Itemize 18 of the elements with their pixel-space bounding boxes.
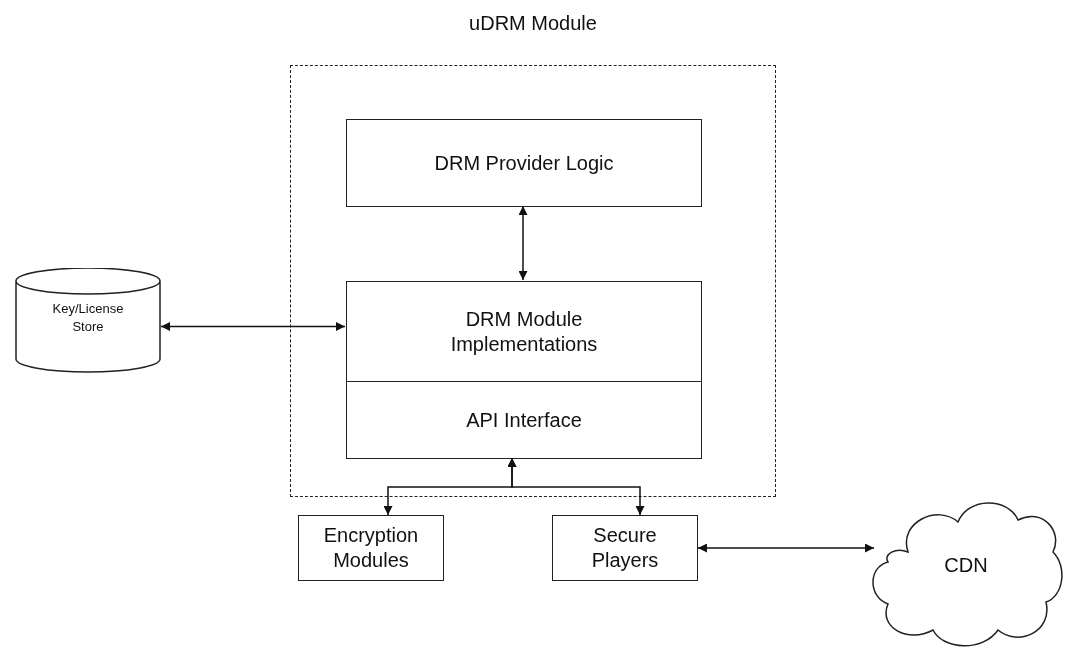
process-box: [552, 515, 698, 581]
process-box: [346, 381, 702, 459]
database-cylinder: [15, 268, 161, 373]
cloud-label: CDN: [943, 553, 989, 578]
box-label: DRM Provider Logic: [433, 150, 615, 176]
process-box: [346, 119, 702, 207]
process-box: [298, 515, 444, 581]
arrow: [507, 457, 645, 516]
box-label: DRM Module Implementations: [449, 306, 599, 357]
box-label: Secure Players: [590, 523, 660, 573]
module-title: uDRM Module: [468, 12, 598, 35]
arrow: [518, 205, 528, 281]
arrow: [160, 322, 346, 331]
store-label: Key/License Store: [51, 300, 125, 336]
process-box: [346, 281, 702, 382]
box-label: API Interface: [465, 407, 583, 433]
box-label: Encryption Modules: [322, 523, 420, 573]
arrow: [697, 543, 875, 553]
